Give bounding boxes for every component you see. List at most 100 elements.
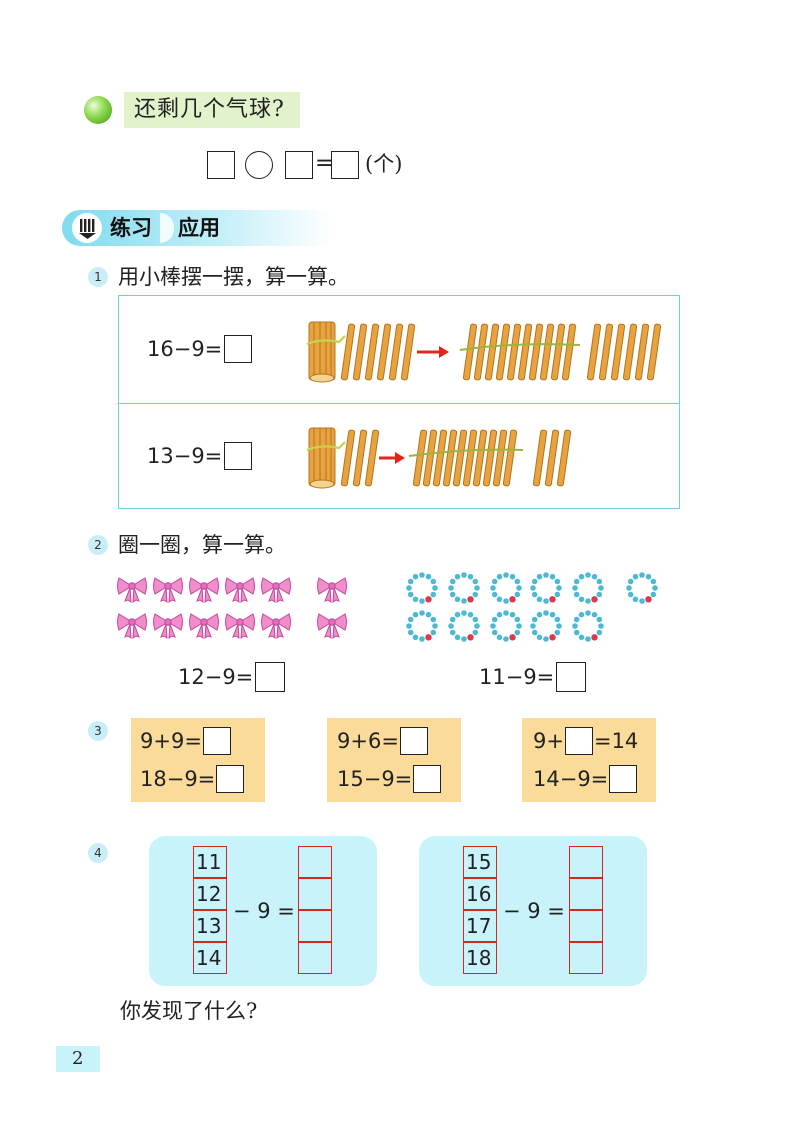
arrow-icon: [417, 346, 449, 358]
answer-box[interactable]: [564, 727, 593, 755]
card-line-1: 9+9=: [140, 725, 231, 756]
exercise1-table: 16−9=: [118, 295, 680, 509]
exercise-number: 4: [88, 843, 108, 863]
answer-box[interactable]: [609, 765, 638, 793]
equals-sign: =: [315, 151, 334, 176]
number-cell: 12: [193, 878, 227, 910]
stick-bundle-icon: [306, 427, 346, 489]
stick-icon: [462, 323, 577, 381]
expression: =14: [593, 729, 639, 753]
exercise1-row-1: 16−9=: [147, 333, 253, 364]
answer-column: [298, 846, 332, 976]
answer-box[interactable]: [202, 727, 231, 755]
answer-box[interactable]: [285, 151, 313, 179]
answer-box[interactable]: [556, 662, 587, 692]
sticks-diagram-16: [306, 321, 662, 383]
expression: 9+: [533, 729, 564, 753]
page-number: 2: [72, 1048, 84, 1069]
answer-cell[interactable]: [569, 846, 603, 878]
answer-box[interactable]: [224, 335, 253, 363]
number-cell: 16: [463, 878, 497, 910]
operation-label: − 9 =: [233, 899, 295, 923]
expression: 13−9=: [147, 444, 223, 468]
exercise3-card-2: 9+6= 15−9=: [327, 718, 461, 802]
answer-cell[interactable]: [569, 942, 603, 974]
answer-cell[interactable]: [298, 910, 332, 942]
number-column: 11 12 13 14: [193, 846, 227, 976]
exercise4-card-left: 11 12 13 14 − 9 =: [149, 836, 377, 986]
section-title-divider: [160, 213, 174, 243]
answer-box[interactable]: [207, 151, 235, 179]
bow-icon: [117, 613, 347, 639]
stick-icon: [340, 429, 380, 487]
exercise1-row-2: 13−9=: [147, 440, 253, 471]
exercise1-instruction: 用小棒摆一摆，算一算。: [118, 265, 349, 289]
answer-box[interactable]: [331, 151, 359, 179]
number-cell: 14: [193, 942, 227, 974]
expression: 12−9=: [178, 665, 254, 689]
expression: 14−9=: [533, 767, 609, 791]
card-line-2: 18−9=: [140, 763, 245, 794]
answer-box[interactable]: [224, 442, 253, 470]
exercise-number: 3: [88, 721, 108, 741]
expression: 15−9=: [337, 767, 413, 791]
balloon-question-highlight: [124, 92, 300, 128]
number-column: 15 16 17 18: [463, 846, 497, 976]
stick-icon: [340, 323, 416, 381]
page-number-tab: [56, 1046, 100, 1072]
green-bullet-icon: [84, 96, 112, 124]
expression: 9+6=: [337, 729, 399, 753]
number-cell: 15: [463, 846, 497, 878]
stick-bundle-icon: [306, 321, 346, 383]
table-divider: [119, 403, 679, 404]
card-line-1: 9+6=: [337, 725, 428, 756]
number-cell: 18: [463, 942, 497, 974]
bead-rings-group: [406, 572, 658, 642]
exercise-number: 1: [88, 267, 108, 287]
answer-cell[interactable]: [298, 942, 332, 974]
balloon-question: 还剩几个气球?: [134, 97, 285, 122]
unit-label: (个): [365, 152, 403, 176]
bead-ring-icon: [406, 610, 604, 642]
answer-cell[interactable]: [298, 846, 332, 878]
exercise-number: 2: [88, 535, 108, 555]
card-line-2: 15−9=: [337, 763, 442, 794]
exercise4-card-right: 15 16 17 18 − 9 =: [419, 836, 647, 986]
answer-cell[interactable]: [298, 878, 332, 910]
sticks-diagram-13: [306, 427, 572, 489]
expression: 18−9=: [140, 767, 216, 791]
answer-box[interactable]: [413, 765, 442, 793]
answer-box[interactable]: [255, 662, 286, 692]
bow-icon: [117, 577, 347, 603]
number-cell: 11: [193, 846, 227, 878]
card-line-2: 14−9=: [533, 763, 638, 794]
bead-ring-icon: [406, 572, 658, 604]
section-header-bar: [62, 210, 332, 246]
exercise3-card-3: 9+ =14 14−9=: [522, 718, 656, 802]
number-cell: 17: [463, 910, 497, 942]
number-cell: 13: [193, 910, 227, 942]
exercise2-instruction: 圈一圈，算一算。: [118, 533, 286, 557]
section-title-practice: 练习: [110, 216, 152, 240]
operator-circle[interactable]: [245, 151, 273, 179]
arrow-icon: [379, 452, 405, 464]
answer-box[interactable]: [399, 727, 428, 755]
expression: 11−9=: [479, 665, 555, 689]
stick-icon: [532, 429, 572, 487]
stick-icon: [412, 429, 518, 487]
stick-icon: [586, 323, 662, 381]
exercise2-left-equation: 12−9=: [178, 661, 286, 692]
section-header: 练习 应用: [62, 210, 332, 246]
answer-box[interactable]: [216, 765, 245, 793]
answer-cell[interactable]: [569, 878, 603, 910]
exercise4-question: 你发现了什么?: [120, 999, 258, 1023]
exercise2-right-equation: 11−9=: [479, 661, 587, 692]
section-title-apply: 应用: [178, 216, 220, 240]
answer-cell[interactable]: [569, 910, 603, 942]
pencil-icon: [72, 213, 102, 243]
exercise3-card-1: 9+9= 18−9=: [131, 718, 265, 802]
expression: 16−9=: [147, 337, 223, 361]
expression: 9+9=: [140, 729, 202, 753]
answer-column: [569, 846, 603, 976]
bows-group: [117, 577, 347, 639]
